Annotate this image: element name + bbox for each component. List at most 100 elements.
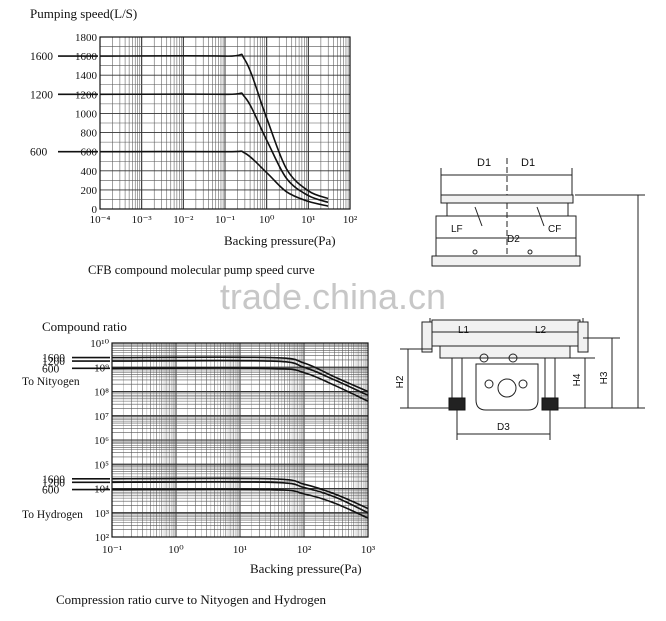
chart1-curves	[99, 53, 329, 207]
chart1-ytick-label: 800	[81, 128, 98, 140]
chart1-ytick-label: 1800	[75, 32, 98, 44]
pump-dimension-drawing: D1 D1 LF CF D2 L1 L2	[395, 157, 645, 440]
base-bolt-right	[527, 249, 533, 255]
chart1-series-label: 1200	[30, 89, 53, 101]
watermark-band	[0, 276, 666, 320]
chart2-series-line	[111, 356, 369, 393]
label-cf: CF	[548, 224, 561, 235]
chart1-series-line	[99, 92, 329, 204]
chart2-ytick-label: 10⁵	[94, 459, 109, 471]
leg-left	[451, 357, 463, 399]
chart1-xtick-label: 10¹	[301, 214, 315, 226]
chart1-ytick-label: 200	[81, 185, 98, 197]
chart2-ytick-label: 10¹⁰	[90, 338, 109, 350]
chart2-series-label: 600	[42, 485, 60, 497]
label-h3: H3	[599, 371, 610, 384]
side-plate	[439, 345, 571, 359]
chart2-ytick-label: 10⁷	[94, 411, 109, 423]
chart2-xtick-label: 10¹	[233, 544, 247, 556]
label-l2: L2	[535, 325, 547, 336]
pump-base	[431, 255, 581, 267]
chart2-series-line	[111, 359, 369, 397]
label-d1-right: D1	[521, 157, 535, 169]
chart1-ytick-label: 1200	[75, 89, 98, 101]
chart1-plot-frame	[99, 36, 351, 210]
watermark-text: trade.china.cn	[220, 276, 446, 317]
chart2-group-hydrogen: To Hydrogen	[22, 509, 83, 521]
port-right	[508, 353, 518, 363]
center-housing	[475, 363, 539, 411]
chart2-series-line	[111, 488, 369, 519]
chart1-xtick-label: 10⁻¹	[215, 214, 235, 226]
center-port-small-left	[484, 379, 494, 389]
chart1-series-line	[99, 150, 329, 207]
chart2-curves	[111, 356, 369, 519]
label-d1-left: D1	[477, 157, 491, 169]
chart1-ytick-label: 600	[81, 147, 98, 159]
chart1-xtick-label: 10⁻⁴	[90, 214, 111, 226]
label-h4: H4	[572, 373, 583, 386]
chart1-caption: CFB compound molecular pump speed curve	[88, 263, 315, 277]
chart2-ytick-label: 10²	[95, 532, 110, 544]
label-l1: L1	[458, 325, 470, 336]
chart2-series-line	[111, 367, 369, 402]
chart2-caption: Compression ratio curve to Nityogen and …	[56, 592, 327, 607]
chart1-ytick-label: 0	[92, 204, 98, 216]
label-h2: H2	[395, 375, 406, 388]
chart1-series-label: 1600	[30, 51, 53, 63]
side-connector-right	[577, 321, 589, 353]
chart2-series-label: 1600	[42, 353, 65, 365]
chart2-group-nityogen: To Nityogen	[22, 376, 80, 388]
leg-right	[544, 357, 556, 399]
watermark: trade.china.cn	[0, 276, 666, 320]
chart1-ytick-label: 1600	[75, 51, 98, 63]
chart1-ytick-label: 1000	[75, 108, 98, 120]
chart2-ytick-label: 10⁶	[94, 435, 109, 447]
chart1-ytick-label: 400	[81, 166, 98, 178]
label-d3: D3	[497, 422, 510, 433]
chart2-ytick-label: 10³	[95, 508, 110, 520]
chart1-xtick-label: 10⁻²	[173, 214, 194, 226]
foot-right	[541, 397, 559, 411]
chart1-y-ticks: 0 200 400 600 800 1000 1200 1400 1600 1800	[75, 32, 98, 216]
chart1-series-line	[99, 53, 329, 200]
chart1-series-label: 600	[30, 147, 48, 159]
chart2-series-label: 1200	[42, 477, 65, 489]
chart1-series-leaders: 1600 1200 600	[30, 51, 98, 159]
chart1-xlabel: Backing pressure(Pa)	[224, 233, 336, 248]
compression-ratio-chart: Compound ratio 10²10³10⁴10⁵10⁶10⁷10⁸10⁹1…	[22, 319, 376, 607]
side-connector-left	[421, 321, 433, 353]
chart2-series-label: 600	[42, 363, 60, 375]
chart2-xtick-label: 10⁰	[168, 544, 184, 556]
chart1-grid	[99, 36, 351, 210]
base-bolt-left	[472, 249, 478, 255]
chart1-ytick-label: 1400	[75, 70, 98, 82]
chart1-xtick-label: 10⁰	[259, 214, 275, 226]
chart1-xtick-label: 10²	[343, 214, 358, 226]
chart1-x-ticks: 10⁻⁴ 10⁻³ 10⁻² 10⁻¹ 10⁰ 10¹ 10²	[90, 214, 358, 226]
pump-body	[435, 215, 577, 257]
chart2-ytick-label: 10⁸	[94, 387, 109, 399]
center-port-small-right	[518, 379, 528, 389]
foot-left	[448, 397, 466, 411]
chart2-series-line	[111, 481, 369, 514]
chart2-xtick-label: 10⁻¹	[102, 544, 122, 556]
top-flange	[440, 194, 574, 204]
chart1-title: Pumping speed(L/S)	[30, 6, 137, 21]
port-left	[479, 353, 489, 363]
chart2-series-line	[111, 477, 369, 510]
side-body	[431, 319, 581, 347]
chart2-xlabel: Backing pressure(Pa)	[250, 561, 362, 576]
chart2-plot-frame	[111, 342, 369, 538]
label-d2: D2	[507, 234, 520, 245]
chart2-series-label: 1600	[42, 474, 65, 486]
chart2-xtick-label: 10³	[361, 544, 376, 556]
pumping-speed-chart: Pumping speed(L/S) 0 200 400 600 800 1000 1200…	[30, 6, 358, 277]
center-port	[497, 378, 517, 398]
chart1-xtick-label: 10⁻³	[132, 214, 153, 226]
chart2-grid	[111, 342, 369, 538]
